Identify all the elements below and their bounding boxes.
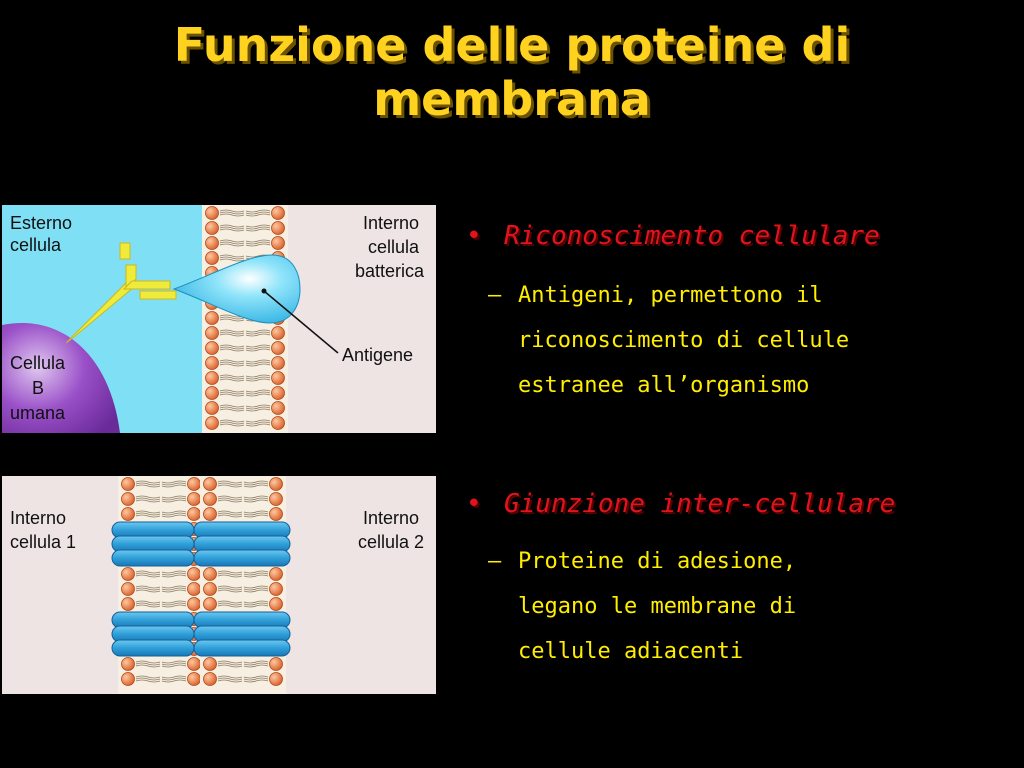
label-cell-2: Interno cellula 2 <box>358 508 424 552</box>
membrane-bilayer-icon <box>118 476 204 694</box>
sub-line: Antigeni, permettono il <box>518 283 823 308</box>
label-antigen: Antigene <box>342 345 413 365</box>
intercellular-junction-svg: Interno cellula 1 Interno cellula 2 <box>2 476 436 694</box>
sub-bullet-dash: – <box>488 549 502 574</box>
antigen-recognition-diagram: Esterno cellula Interno cellula batteric… <box>2 205 436 433</box>
sub-line: cellule adiacenti <box>518 639 744 664</box>
slide-title: Funzione delle proteine di membrana <box>0 18 1024 126</box>
bullet-dot: • <box>466 221 482 251</box>
intercellular-junction-diagram: Interno cellula 1 Interno cellula 2 <box>2 476 436 694</box>
bullet-sub-recognition: – Antigeni, permettono il riconoscimento… <box>488 273 948 408</box>
sub-line: Proteine di adesione, <box>518 549 797 574</box>
sub-line: riconoscimento di cellule <box>518 328 850 353</box>
antigen-pointer-line <box>263 290 339 354</box>
bullet-heading-junction: •Giunzione inter-cellulare <box>466 489 896 519</box>
antibody-icon <box>65 242 177 344</box>
label-cell-1: Interno cellula 1 <box>10 508 76 552</box>
sub-bullet-dash: – <box>488 283 502 308</box>
antigen-icon <box>172 254 301 324</box>
bullet-sub-junction: – Proteine di adesione, legano le membra… <box>488 539 948 674</box>
bullet-heading-recognition: •Riconoscimento cellulare <box>466 221 880 251</box>
adhesion-protein-icon <box>111 521 291 657</box>
slide-title-line-2: membrana <box>373 72 651 126</box>
membrane-bilayer-icon <box>200 476 286 694</box>
bullet-dot: • <box>466 489 482 519</box>
label-bacterial-interior: Interno cellula batterica <box>355 213 425 281</box>
b-cell-icon <box>2 322 120 433</box>
antigen-pointer-dot <box>261 288 267 294</box>
label-outside-cell: Esterno cellula <box>10 213 77 255</box>
sub-line: estranee all’organismo <box>518 373 810 398</box>
label-b-cell: Cellula B umana <box>10 353 70 423</box>
sub-line: legano le membrane di <box>518 594 797 619</box>
antigen-recognition-svg: Esterno cellula Interno cellula batteric… <box>2 205 436 433</box>
slide-title-line-1: Funzione delle proteine di <box>173 18 851 72</box>
